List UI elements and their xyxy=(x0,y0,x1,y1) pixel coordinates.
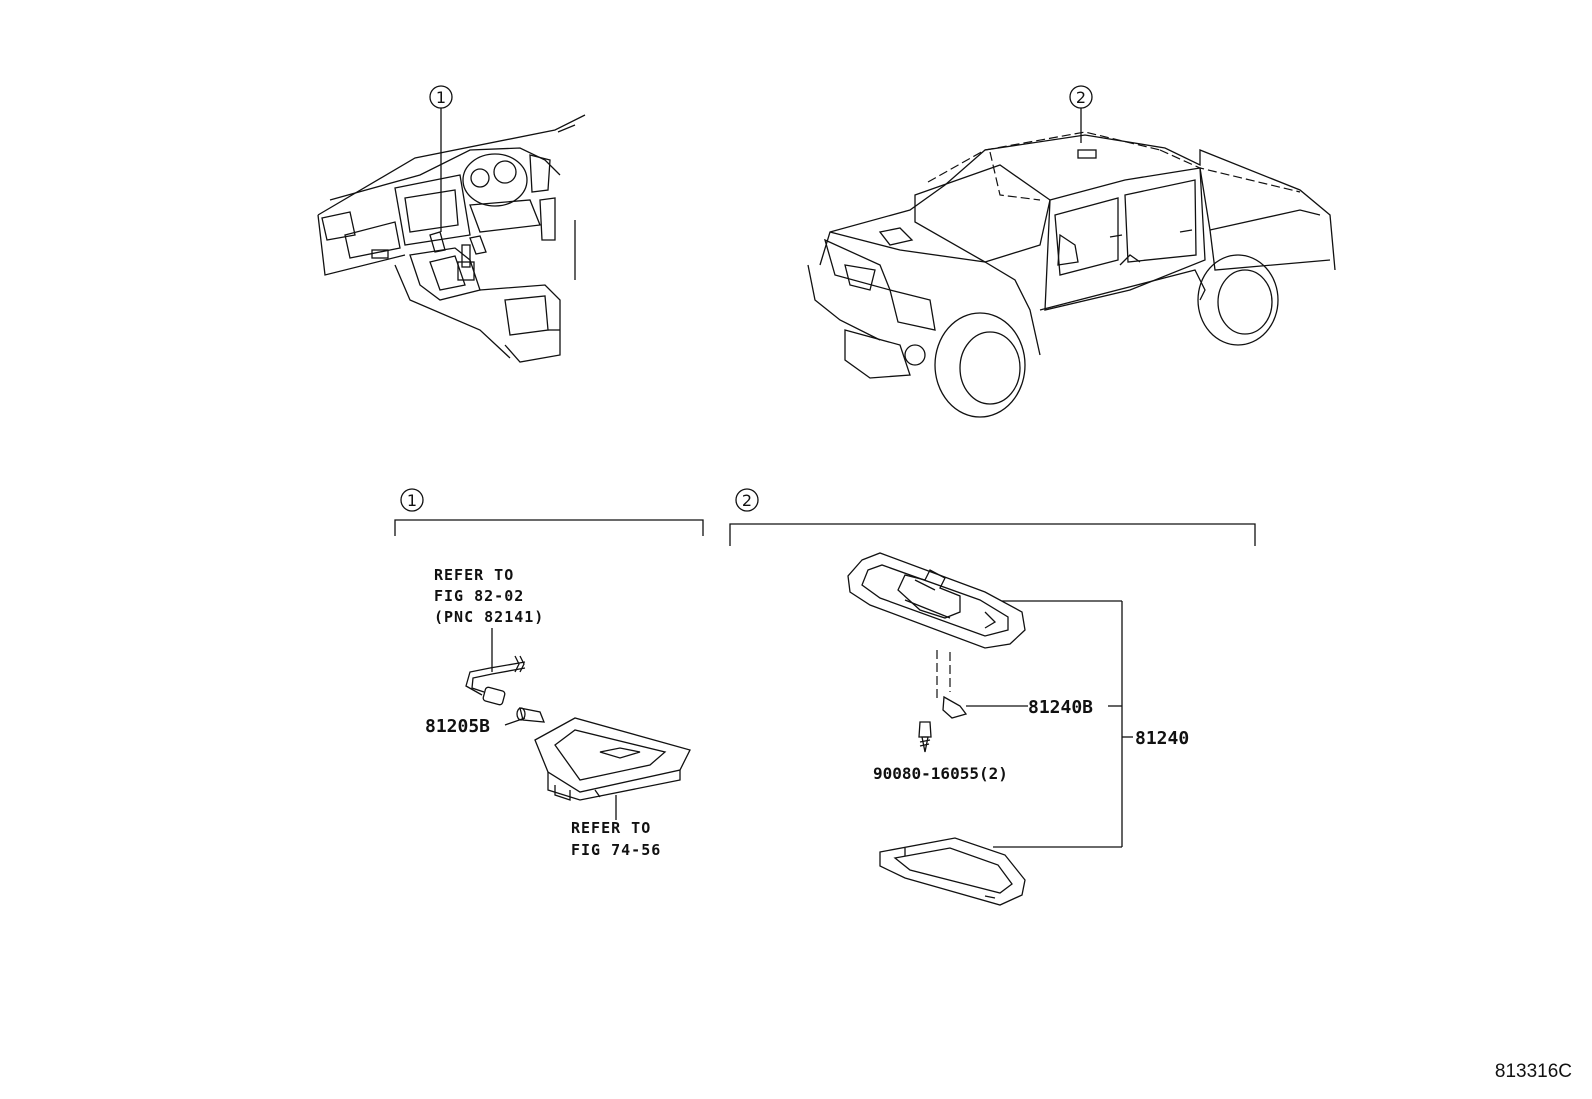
svg-text:81240: 81240 xyxy=(1135,728,1189,749)
dashboard-illustration xyxy=(317,114,586,363)
bulb-81205b: 81205B xyxy=(425,707,545,737)
refer-to-fig-82-02: REFER TO FIG 82-02 (PNC 82141) xyxy=(434,566,544,672)
assembly-bracket-81240: 81240 xyxy=(993,600,1189,848)
svg-text:FIG 74-56: FIG 74-56 xyxy=(571,841,661,859)
svg-text:1: 1 xyxy=(407,491,417,510)
svg-text:FIG 82-02: FIG 82-02 xyxy=(434,587,524,605)
callout-2-top: 2 xyxy=(1069,85,1093,143)
bulb-81240b: 81240B xyxy=(942,695,1093,719)
screw-90080-16055: 90080-16055(2) xyxy=(873,721,1008,783)
dome-lamp-lens xyxy=(879,837,1026,906)
dome-lamp-housing xyxy=(847,552,1026,649)
svg-text:(PNC 82141): (PNC 82141) xyxy=(434,608,544,626)
svg-text:81205B: 81205B xyxy=(425,716,490,737)
svg-text:2: 2 xyxy=(1076,88,1086,107)
pickup-truck-illustration xyxy=(807,131,1336,418)
dome-lamp-guides xyxy=(936,650,951,700)
wire-harness-socket xyxy=(465,655,526,706)
svg-text:1: 1 xyxy=(436,88,446,107)
section-2-header: 2 xyxy=(729,488,1256,546)
refer-to-fig-74-56: REFER TO FIG 74-56 xyxy=(571,819,661,859)
svg-text:2: 2 xyxy=(742,491,752,510)
svg-text:81240B: 81240B xyxy=(1028,697,1093,718)
section-1-header: 1 xyxy=(394,488,704,536)
figure-code: 813316C xyxy=(1494,1061,1572,1082)
callout-1-top: 1 xyxy=(429,85,453,232)
svg-text:90080-16055(2): 90080-16055(2) xyxy=(873,764,1008,783)
svg-text:REFER TO: REFER TO xyxy=(571,819,651,837)
svg-text:REFER TO: REFER TO xyxy=(434,566,514,584)
glovebox-housing xyxy=(534,717,691,820)
